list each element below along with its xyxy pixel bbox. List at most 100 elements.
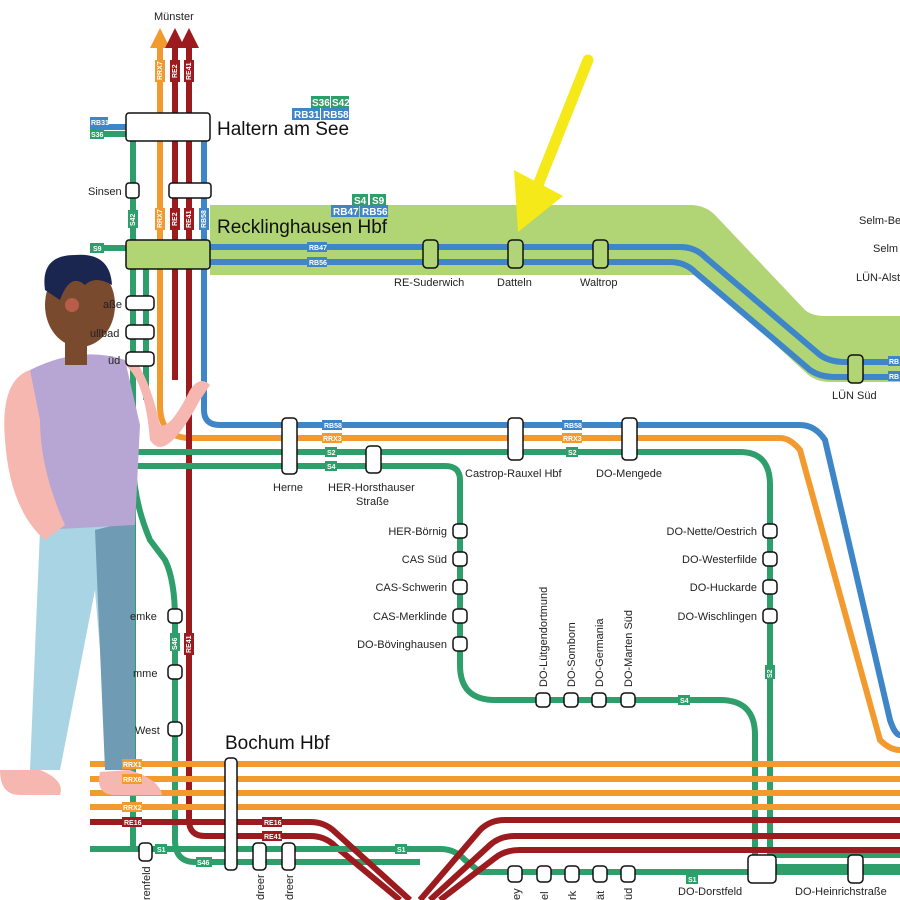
map-marker: [325, 447, 337, 457]
bochum-label: Bochum Hbf: [225, 733, 330, 754]
stations-do-huckarde: DO-Huckarde: [690, 582, 757, 594]
map-marker: [122, 759, 142, 769]
stations-her-horsthauser-1: HER-Horsthauser: [328, 482, 415, 494]
map-marker: [155, 60, 165, 82]
stations-datteln: Datteln: [497, 277, 532, 289]
station-do-dorstfeld: [747, 854, 777, 884]
line-tags-s1: S1: [157, 847, 166, 854]
stations-do-westerfilde: DO-Westerfilde: [682, 554, 757, 566]
yellow-pointer-arrow-icon: [514, 54, 594, 232]
map-marker: [536, 865, 552, 883]
map-marker: [252, 842, 267, 871]
line-tags-rb58: RB58: [564, 423, 582, 430]
station-castrop: [507, 417, 524, 461]
line-tags-s2: S2: [327, 450, 336, 457]
map-shape: [201, 127, 900, 738]
stations-cas-sud: CAS Süd: [402, 554, 447, 566]
line-tags-re2: RE2: [172, 212, 179, 226]
stations-dreer2: dreer: [284, 874, 296, 900]
line-tags-re2: RE2: [172, 64, 179, 78]
stations-do-wischlingen: DO-Wischlingen: [678, 611, 757, 623]
haltern-badges-0: S36: [312, 98, 330, 109]
stations-ud: üd: [623, 888, 635, 900]
map-shape: [210, 259, 900, 380]
line-tags-s4: S4: [680, 698, 689, 705]
map-shape: [417, 817, 900, 900]
haltern-badges: S36 S42 RB31 RB58: [292, 96, 350, 121]
line-tags-rrx2: RRX2: [123, 805, 142, 812]
map-marker: [452, 636, 468, 652]
map-marker: [762, 551, 778, 567]
line-tags-rrx1: RRX1: [123, 762, 142, 769]
map-marker: [184, 208, 194, 230]
station-do-mengede: [621, 417, 638, 461]
stations-ey: ey: [511, 888, 523, 900]
map-marker: [122, 774, 142, 784]
map-marker: [90, 129, 104, 139]
haltern-badges-1: S42: [332, 98, 350, 109]
map-shape: [65, 298, 79, 312]
map-shape: [130, 459, 420, 865]
map-marker: [322, 420, 342, 430]
stations-do-heinrich: DO-Heinrichstraße: [795, 886, 887, 898]
map-shape: [90, 819, 413, 900]
map-marker: [562, 420, 582, 430]
map-shape: [133, 463, 758, 855]
stations-lun-alst: LÜN-Alst: [856, 272, 900, 284]
map-marker: [452, 551, 468, 567]
line-tags-s2: S2: [767, 669, 774, 678]
map-marker: [762, 579, 778, 595]
map-marker: [564, 865, 580, 883]
haltern-label: Haltern am See: [217, 119, 349, 140]
map-marker: [888, 371, 900, 381]
stations-do-lutgendortmund: DO-Lütgendortmund: [538, 587, 550, 687]
line-tags-rb47: RB47: [309, 245, 327, 252]
station-re-suderwich: [422, 239, 439, 269]
stations-waltrop: Waltrop: [580, 277, 618, 289]
recklinghausen-badges-2: RB47: [333, 207, 359, 218]
map-marker: [307, 257, 327, 267]
map-marker: [281, 842, 296, 871]
stations-do-mengede: DO-Mengede: [596, 468, 662, 480]
map-marker: [170, 208, 180, 230]
map-shape: [514, 170, 563, 232]
stations-selm-be: Selm-Be: [859, 215, 900, 227]
map-marker: [125, 295, 155, 311]
map-marker: [170, 633, 180, 651]
stations-west: West: [135, 725, 160, 737]
stations-do-somborn: DO-Somborn: [566, 622, 578, 687]
map-marker: [562, 433, 582, 443]
map-marker: [331, 96, 349, 108]
station-markers[interactable]: [125, 112, 864, 884]
stations-rk: rk: [567, 890, 579, 900]
map-shape: [530, 54, 594, 196]
line-tags-s46: S46: [172, 637, 179, 650]
haltern-badges-2: RB31: [294, 110, 320, 121]
stations-mme: mme: [133, 668, 157, 680]
line-tags-re16: RE16: [124, 820, 142, 827]
station-herne: [281, 417, 298, 475]
stations-castrop: Castrop-Rauxel Hbf: [465, 468, 563, 480]
line-tags-rb: RB: [889, 374, 899, 381]
line-tags-re41: RE41: [186, 635, 193, 653]
stations-do-nette: DO-Nette/Oestrich: [667, 526, 757, 538]
map-marker: [307, 242, 327, 252]
map-marker: [125, 351, 155, 367]
map-shape: [186, 40, 402, 900]
station-haltern: [125, 112, 211, 142]
stations-strasse: aße: [103, 299, 122, 311]
station-recklinghausen: [125, 239, 211, 270]
map-marker: [563, 692, 579, 708]
line-tags-s2: S2: [568, 450, 577, 457]
recklinghausen-badges-1: S9: [372, 196, 385, 207]
map-marker: [678, 695, 690, 705]
recklinghausen-badges-3: RB56: [362, 207, 388, 218]
line-tags-s36: S36: [91, 132, 104, 139]
stations-sinsen: Sinsen: [88, 186, 122, 198]
stations-at: ät: [595, 891, 607, 900]
map-marker: [452, 523, 468, 539]
map-marker: [90, 243, 104, 253]
line-tags-rrx3: RRX3: [323, 436, 342, 443]
